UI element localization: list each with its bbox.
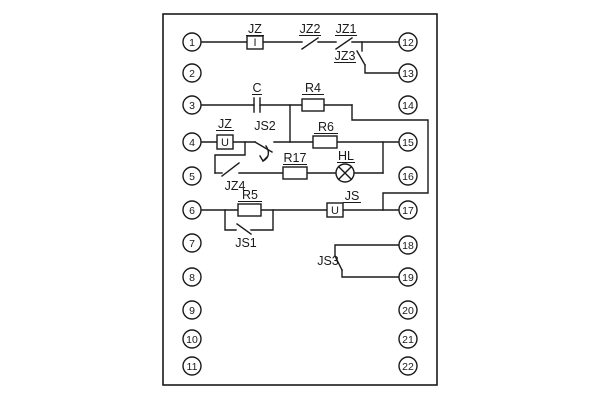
label-contact-jz1: JZ1 <box>336 22 357 36</box>
label-contact-js1: JS1 <box>235 236 257 250</box>
terminal-9: 9 <box>182 300 202 320</box>
terminal-17: 17 <box>398 200 418 220</box>
svg-text:19: 19 <box>402 272 414 284</box>
terminal-7: 7 <box>182 233 202 253</box>
terminal-14: 14 <box>398 95 418 115</box>
svg-text:14: 14 <box>402 100 414 112</box>
resistor-r6 <box>312 135 338 149</box>
svg-text:5: 5 <box>189 171 195 183</box>
contact-js2-blade <box>254 141 273 153</box>
wire-network <box>200 37 429 278</box>
contact-js2-arrow <box>259 155 268 162</box>
label-contact-js3: JS3 <box>317 254 339 268</box>
label-js-time-coil: JS <box>345 189 360 203</box>
label-capacitor-c: C <box>252 81 261 95</box>
svg-text:21: 21 <box>402 334 414 346</box>
terminal-16: 16 <box>398 166 418 186</box>
terminal-12: 12 <box>398 32 418 52</box>
capacitor-c <box>253 97 261 113</box>
svg-text:I: I <box>253 37 256 49</box>
label-contact-jz2: JZ2 <box>300 22 321 36</box>
terminal-3: 3 <box>182 95 202 115</box>
terminal-5: 5 <box>182 166 202 186</box>
svg-text:22: 22 <box>402 361 414 373</box>
contact-jz2-blade <box>301 37 319 50</box>
label-contact-js2: JS2 <box>254 119 276 133</box>
label-jz-voltage-coil: JZ <box>218 117 232 131</box>
terminal-6: 6 <box>182 200 202 220</box>
wire-segment <box>364 64 400 74</box>
label-resistor-r5: R5 <box>242 188 258 202</box>
diagram-border <box>162 13 438 386</box>
svg-text:3: 3 <box>189 100 195 112</box>
terminal-2: 2 <box>182 63 202 83</box>
svg-text:U: U <box>221 137 229 149</box>
wire-segment <box>250 209 274 231</box>
svg-text:12: 12 <box>402 37 414 49</box>
svg-text:18: 18 <box>402 240 414 252</box>
terminal-11: 11 <box>182 356 202 376</box>
svg-text:4: 4 <box>189 137 195 149</box>
terminals-right: 12 13 14 15 16 17 18 19 20 21 22 <box>398 32 418 376</box>
svg-text:6: 6 <box>189 205 195 217</box>
svg-text:15: 15 <box>402 137 414 149</box>
svg-text:1: 1 <box>189 37 195 49</box>
svg-text:20: 20 <box>402 305 414 317</box>
terminal-22: 22 <box>398 356 418 376</box>
resistor-r4 <box>301 98 325 112</box>
terminal-13: 13 <box>398 63 418 83</box>
wire-segment <box>341 269 400 278</box>
terminal-10: 10 <box>182 329 202 349</box>
label-resistor-r4: R4 <box>305 81 321 95</box>
svg-text:8: 8 <box>189 272 195 284</box>
contact-jz1-blade <box>335 37 353 50</box>
component-labels: JZ JZ2 JZ1 JZ3 C R4 JZ JS2 R6 R17 HL JZ4… <box>216 22 361 268</box>
svg-text:16: 16 <box>402 171 414 183</box>
contact-js3-blade <box>334 255 343 271</box>
svg-text:2: 2 <box>189 68 195 80</box>
resistor-r5 <box>237 203 262 217</box>
label-contact-jz4: JZ4 <box>225 179 246 193</box>
terminal-8: 8 <box>182 267 202 287</box>
svg-text:11: 11 <box>187 361 198 373</box>
terminals-left: 1 2 3 4 5 6 7 8 9 10 11 <box>182 32 202 376</box>
terminal-4: 4 <box>182 132 202 152</box>
label-resistor-r6: R6 <box>318 120 334 134</box>
components: I U U <box>216 35 355 218</box>
jz-voltage-coil: U <box>216 134 234 150</box>
label-contact-jz3: JZ3 <box>335 49 356 63</box>
wire-segment <box>334 244 400 257</box>
wire-segment <box>214 141 246 174</box>
resistor-r17 <box>282 166 308 180</box>
terminal-1: 1 <box>182 32 202 52</box>
js-time-coil: U <box>326 202 344 218</box>
svg-text:10: 10 <box>186 334 198 346</box>
contact-jz4-blade <box>221 162 240 177</box>
svg-text:13: 13 <box>402 68 414 80</box>
svg-text:U: U <box>331 205 339 217</box>
terminal-18: 18 <box>398 235 418 255</box>
svg-text:17: 17 <box>402 205 414 217</box>
terminal-21: 21 <box>398 329 418 349</box>
terminal-20: 20 <box>398 300 418 320</box>
terminal-15: 15 <box>398 132 418 152</box>
svg-text:7: 7 <box>189 238 195 250</box>
contact-js1-blade <box>236 223 252 235</box>
jz-current-coil: I <box>246 35 264 50</box>
terminal-19: 19 <box>398 267 418 287</box>
wire-segment <box>224 209 237 231</box>
lamp-hl <box>335 163 355 183</box>
label-jz-current-coil: JZ <box>248 22 262 36</box>
wire-segment <box>351 104 429 211</box>
label-resistor-r17: R17 <box>284 151 307 165</box>
svg-text:9: 9 <box>189 305 195 317</box>
contact-jz3-blade <box>356 50 366 66</box>
label-lamp-hl: HL <box>338 149 354 163</box>
